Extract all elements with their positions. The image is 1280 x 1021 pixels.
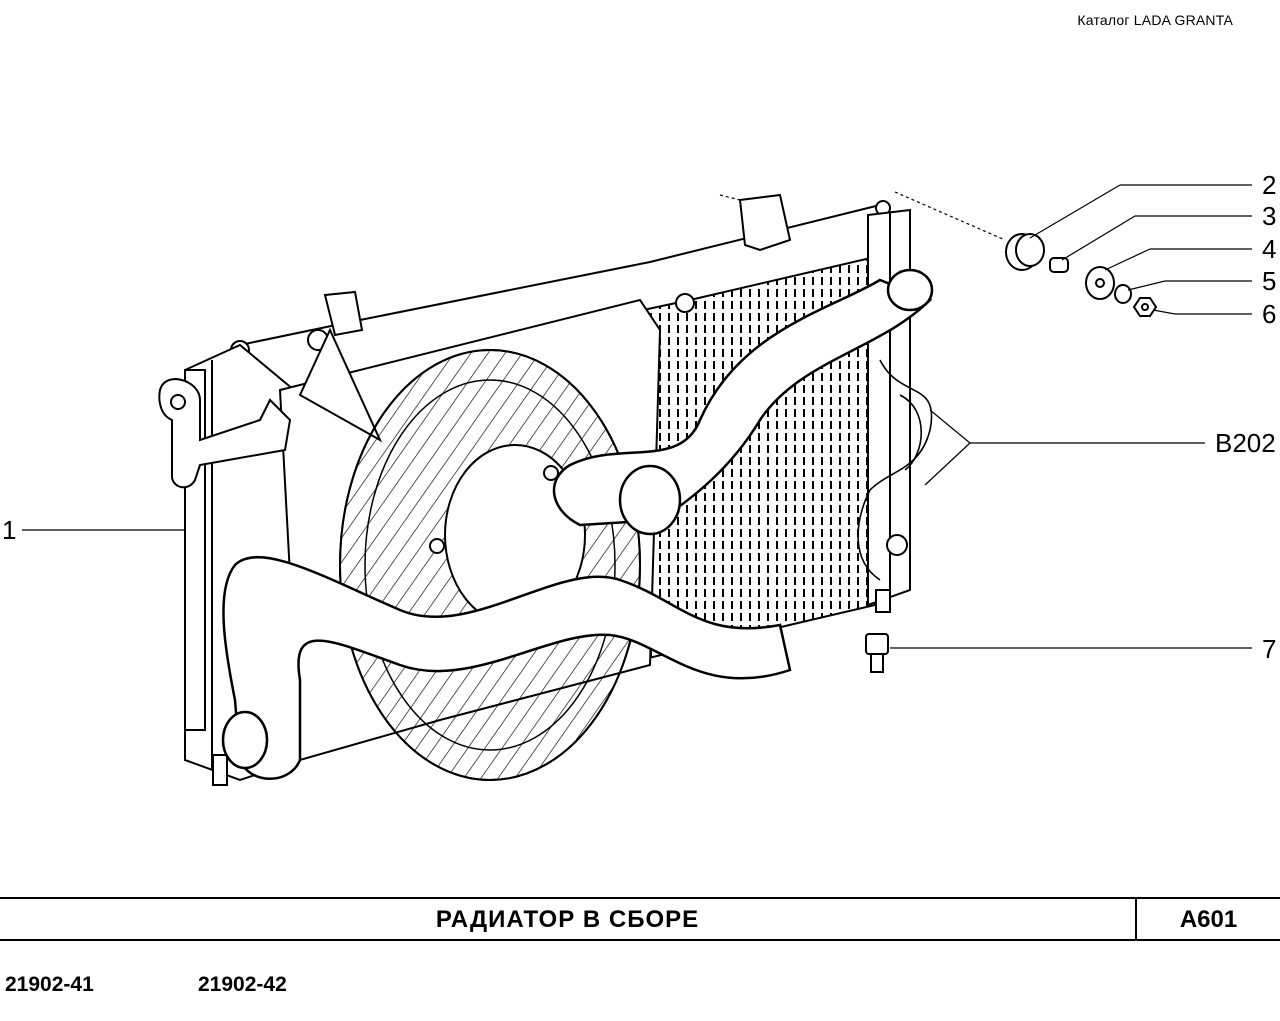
fastener-parts	[865, 233, 1158, 673]
rubber-mount	[1005, 233, 1045, 271]
leader-lines	[22, 184, 1252, 649]
washer	[1085, 266, 1115, 300]
callout-2: 2	[1262, 170, 1276, 200]
callout-3: 3	[1262, 201, 1276, 231]
model-code: 21902-42	[198, 973, 287, 996]
spring-washer	[1114, 284, 1132, 304]
callout-labels: 1 2 3 4 5 6 7 B202	[2, 170, 1276, 664]
wiring-harness	[857, 359, 933, 581]
callout-4: 4	[1262, 234, 1276, 264]
drawing-title: РАДИАТОР В СБОРЕ	[435, 906, 700, 933]
title-block: РАДИАТОР В СБОРЕ A601	[0, 897, 1280, 941]
callout-6: 6	[1262, 299, 1276, 329]
nut	[1132, 297, 1158, 317]
callout-1: 1	[2, 515, 16, 545]
page-code: A601	[1179, 906, 1238, 933]
model-code: 21902-41	[5, 973, 94, 996]
bolt	[865, 633, 889, 673]
cooling-fan	[339, 349, 641, 781]
title-divider	[1135, 899, 1137, 939]
bypass-hose	[158, 378, 292, 489]
bushing	[1049, 257, 1069, 273]
callout-5: 5	[1262, 266, 1276, 296]
upper-hose	[552, 268, 934, 536]
lower-hose	[221, 555, 792, 780]
callout-7: 7	[1262, 634, 1276, 664]
callout-b202: B202	[1215, 428, 1276, 458]
radiator-assembly-drawing: 1 2 3 4 5 6 7 B202	[2, 170, 1276, 786]
catalog-header: Каталог LADA GRANTA	[1077, 12, 1233, 28]
